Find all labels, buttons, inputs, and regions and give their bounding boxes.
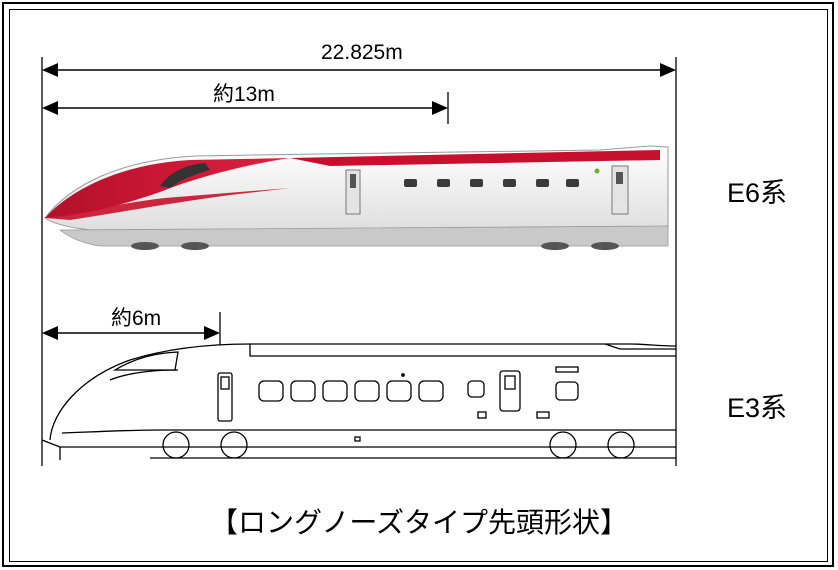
dimension-arrow-full [42, 63, 676, 77]
e3-series-label: E3系 [727, 393, 788, 423]
inner-frame [9, 9, 828, 562]
dimension-label-full: 22.825m [321, 41, 403, 64]
dimension-arrow-13m [42, 101, 448, 115]
dimension-label-6m: 約6m [111, 307, 162, 330]
dimension-arrow-6m [42, 326, 220, 340]
e6-series-label: E6系 [727, 178, 788, 208]
diagram-caption: 【ロングノーズタイプ先頭形状】 [209, 507, 629, 538]
e6-train [44, 145, 669, 250]
dimension-label-13m: 約13m [213, 83, 275, 106]
e3-train [41, 343, 677, 460]
